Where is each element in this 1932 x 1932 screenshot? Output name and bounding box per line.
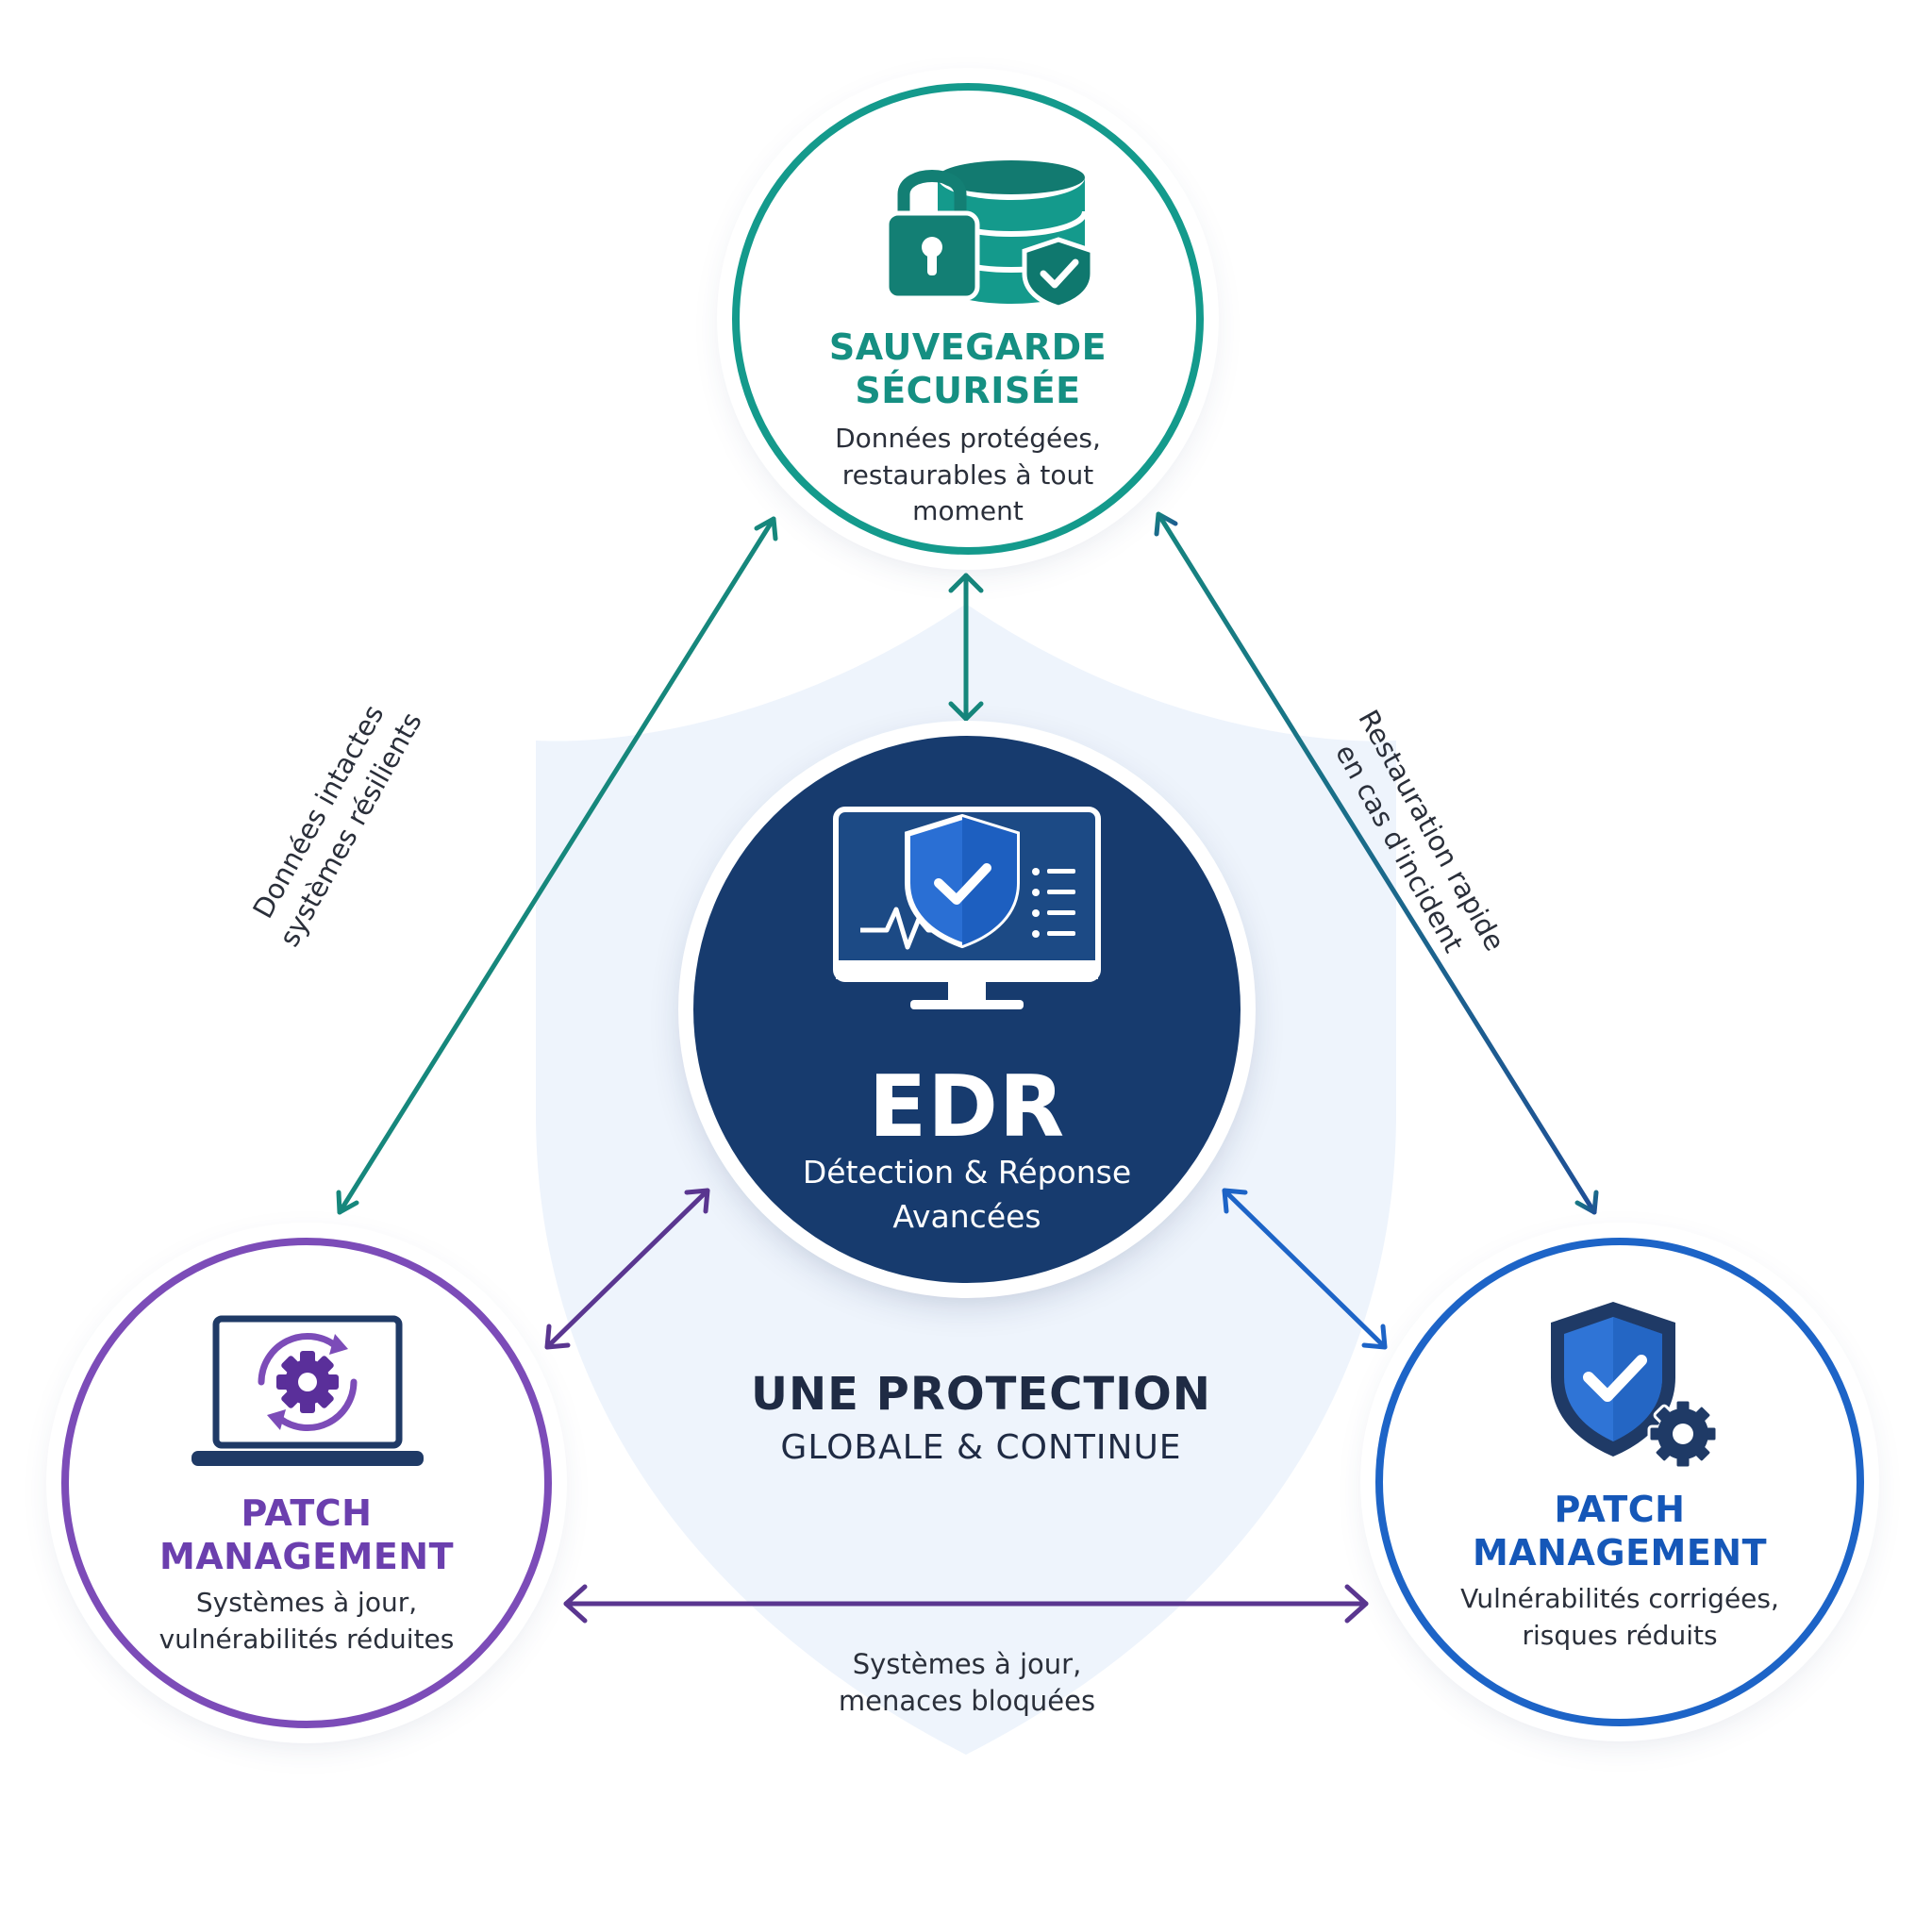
title-line: SAUVEGARDE bbox=[828, 326, 1108, 368]
arrow-left-edge bbox=[336, 516, 778, 1215]
desc-line: Vulnérabilités corrigées, bbox=[1460, 1583, 1779, 1614]
node-patch-right-desc: Vulnérabilités corrigées, risques réduit… bbox=[1430, 1581, 1809, 1654]
desc-line: Détection & Réponse bbox=[802, 1154, 1132, 1191]
desc-line: Avancées bbox=[892, 1197, 1041, 1235]
node-patch-management-right: PATCH MANAGEMENT Vulnérabilités corrigée… bbox=[1375, 1238, 1864, 1726]
title-line: PATCH bbox=[241, 1492, 373, 1534]
arrow-bottom-edge bbox=[563, 1584, 1369, 1624]
center-caption: UNE PROTECTION GLOBALE & CONTINUE bbox=[689, 1368, 1274, 1467]
node-patch-left-title: PATCH MANAGEMENT bbox=[69, 1492, 544, 1578]
caption-main: UNE PROTECTION bbox=[751, 1368, 1211, 1421]
title-line: MANAGEMENT bbox=[158, 1535, 455, 1577]
edge-label-bottom: Systèmes à jour, menaces bloquées bbox=[821, 1646, 1113, 1720]
desc-line: restaurables à tout bbox=[841, 458, 1094, 491]
title-line: PATCH bbox=[1554, 1489, 1686, 1530]
arrow-right-edge bbox=[1154, 511, 1599, 1215]
desc-line: Systèmes à jour, bbox=[195, 1587, 418, 1618]
title-line: MANAGEMENT bbox=[1472, 1531, 1768, 1574]
label-line: menaces bloquées bbox=[838, 1685, 1096, 1718]
node-edr-title: EDR bbox=[868, 1058, 1066, 1157]
monitor-shield-icon bbox=[833, 807, 1101, 1009]
desc-line: risques réduits bbox=[1522, 1619, 1718, 1651]
lock-database-shield-icon bbox=[884, 160, 1095, 308]
node-edr-desc: Détection & Réponse Avancées bbox=[693, 1151, 1241, 1240]
shield-gear-icon bbox=[1551, 1302, 1719, 1470]
node-secure-backup: SAUVEGARDE SÉCURISÉE Données protégées, … bbox=[732, 83, 1204, 555]
desc-line: moment bbox=[912, 495, 1024, 527]
arrow-edr-left-edge bbox=[544, 1188, 710, 1350]
desc-line: Données protégées, bbox=[835, 423, 1101, 454]
arrow-top-edge bbox=[948, 573, 984, 722]
label-line: Systèmes à jour, bbox=[852, 1648, 1082, 1680]
node-patch-management-left: PATCH MANAGEMENT Systèmes à jour, vulnér… bbox=[61, 1238, 552, 1728]
node-edr: EDR Détection & Réponse Avancées bbox=[693, 736, 1241, 1283]
node-secure-backup-desc: Données protégées, restaurables à tout m… bbox=[806, 421, 1130, 530]
node-secure-backup-title: SAUVEGARDE SÉCURISÉE bbox=[740, 326, 1196, 412]
caption-sub: GLOBALE & CONTINUE bbox=[780, 1428, 1182, 1467]
laptop-gear-icon bbox=[192, 1315, 424, 1466]
node-patch-left-desc: Systèmes à jour, vulnérabilités réduites bbox=[116, 1585, 497, 1657]
title-line: SÉCURISÉE bbox=[855, 369, 1081, 411]
arrow-edr-right-edge bbox=[1222, 1188, 1388, 1350]
node-patch-right-title: PATCH MANAGEMENT bbox=[1383, 1489, 1857, 1574]
desc-line: vulnérabilités réduites bbox=[158, 1623, 455, 1655]
